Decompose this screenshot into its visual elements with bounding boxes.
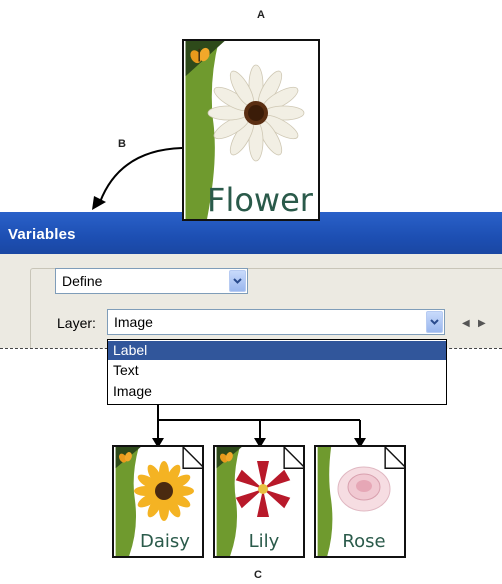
dropdown-item-label[interactable]: Label [108, 341, 446, 360]
variables-dialog: Variables Define Layer: Image ◀ ▶ [0, 212, 502, 348]
define-groupbox [30, 268, 502, 348]
callout-b: B [118, 138, 126, 150]
chevron-down-icon[interactable] [229, 270, 246, 292]
daisy-flower-image [207, 64, 305, 162]
lily-image [235, 461, 291, 517]
callout-a: A [257, 9, 265, 21]
layer-label: Layer: [57, 315, 96, 331]
dialog-title: Variables [8, 226, 76, 243]
daisy-card: Daisy [112, 445, 204, 558]
rose-image [337, 466, 391, 512]
dropdown-item-image[interactable]: Image [113, 383, 152, 399]
card-caption: Lily [248, 531, 280, 552]
dropdown-item-text[interactable]: Text [113, 362, 139, 378]
rose-card: Rose [314, 445, 406, 558]
green-band [115, 447, 202, 556]
green-band [216, 447, 303, 556]
mode-select-value: Define [62, 273, 103, 289]
layer-dropdown-list: Label Text Image [107, 339, 447, 405]
curved-arrow [92, 147, 183, 210]
connector-arrows [152, 404, 366, 448]
layer-select-value: Image [114, 314, 153, 330]
callout-c: C [254, 569, 262, 581]
flower-template-card: Flower [182, 39, 320, 221]
card-caption: Flower [207, 181, 313, 219]
green-band [185, 41, 225, 219]
card-caption: Daisy [140, 531, 190, 552]
mode-select[interactable]: Define [55, 268, 248, 294]
previous-arrow-icon[interactable]: ◀ [462, 318, 470, 329]
next-arrow-icon[interactable]: ▶ [478, 318, 486, 329]
lily-card: Lily [213, 445, 305, 558]
green-band [317, 447, 404, 556]
layer-select[interactable]: Image [107, 309, 445, 335]
butterfly-icon [190, 47, 210, 64]
card-caption: Rose [342, 531, 386, 552]
daisy-image [134, 461, 194, 521]
chevron-down-icon[interactable] [426, 311, 443, 333]
